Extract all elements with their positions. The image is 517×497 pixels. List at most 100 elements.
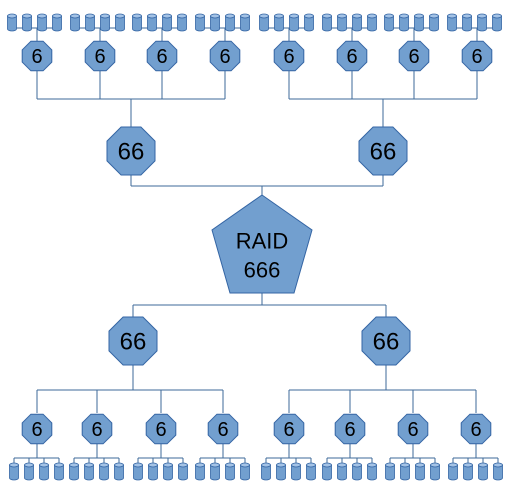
disk-bottom-3-3 [240, 462, 250, 481]
disk-top-3-1 [210, 13, 220, 32]
leaf-node-top-0: 6 [21, 40, 53, 72]
disk-top-1-2 [100, 13, 110, 32]
disk-bottom-3-1 [210, 462, 220, 481]
leaf-node-top-6: 6 [398, 40, 430, 72]
disk-bottom-1-3 [114, 462, 124, 481]
leaf-node-top-7: 6 [461, 40, 493, 72]
leaf-node-bottom-3: 6 [207, 413, 239, 445]
disk-bottom-7-0 [448, 462, 458, 481]
disk-top-2-2 [162, 13, 172, 32]
root-label-line1: RAID [236, 229, 289, 254]
disk-bottom-2-0 [133, 462, 143, 481]
disk-top-6-1 [399, 13, 409, 32]
leaf-node-top-2: 6 [146, 40, 178, 72]
mid-node-top-1: 66 [358, 126, 408, 176]
disk-bottom-5-2 [352, 462, 362, 481]
disk-top-3-3 [240, 13, 250, 32]
disk-top-6-2 [414, 13, 424, 32]
disk-bottom-0-2 [39, 462, 49, 481]
disk-top-5-1 [337, 13, 347, 32]
disk-bottom-4-1 [276, 462, 286, 481]
disk-bottom-7-2 [478, 462, 488, 481]
leaf-node-bottom-7: 6 [460, 413, 492, 445]
disk-top-0-0 [7, 13, 17, 32]
leaf-node-bottom-7-label: 6 [470, 419, 481, 441]
disk-bottom-3-2 [225, 462, 235, 481]
disk-top-5-3 [367, 13, 377, 32]
mid-node-top-0: 66 [106, 126, 156, 176]
disk-bottom-4-3 [306, 462, 316, 481]
leaf-node-bottom-4: 6 [273, 413, 305, 445]
mid-node-top-1-label: 66 [370, 139, 397, 166]
disk-top-4-0 [259, 13, 269, 32]
leaf-node-top-3: 6 [209, 40, 241, 72]
disk-top-3-0 [195, 13, 205, 32]
disk-bottom-1-0 [69, 462, 79, 481]
leaf-node-bottom-0-label: 6 [31, 419, 42, 441]
disk-bottom-1-2 [99, 462, 109, 481]
raid-666-root-node: RAID 666 [211, 194, 313, 294]
disk-top-7-1 [462, 13, 472, 32]
disk-bottom-0-1 [24, 462, 34, 481]
leaf-node-top-1-label: 6 [94, 46, 105, 68]
disk-top-2-1 [147, 13, 157, 32]
leaf-node-bottom-3-label: 6 [217, 419, 228, 441]
leaf-node-top-1: 6 [84, 40, 116, 72]
disk-bottom-3-0 [195, 462, 205, 481]
disk-bottom-4-2 [291, 462, 301, 481]
disk-top-0-2 [37, 13, 47, 32]
disk-bottom-5-3 [367, 462, 377, 481]
disk-top-7-2 [477, 13, 487, 32]
leaf-node-top-4-label: 6 [283, 46, 294, 68]
disk-array [7, 13, 503, 481]
disk-bottom-0-0 [9, 462, 19, 481]
disk-bottom-5-0 [322, 462, 332, 481]
disk-top-5-2 [352, 13, 362, 32]
disk-bottom-4-0 [261, 462, 271, 481]
disk-bottom-6-2 [415, 462, 425, 481]
leaf-node-bottom-2: 6 [145, 413, 177, 445]
leaf-node-top-2-label: 6 [156, 46, 167, 68]
disk-bottom-6-0 [385, 462, 395, 481]
disk-top-7-0 [447, 13, 457, 32]
mid-node-bottom-0: 66 [108, 316, 158, 366]
disk-top-6-3 [429, 13, 439, 32]
disk-top-2-3 [177, 13, 187, 32]
leaf-node-bottom-5-label: 6 [344, 419, 355, 441]
disk-top-4-2 [289, 13, 299, 32]
leaf-node-top-4: 6 [273, 40, 305, 72]
disk-top-0-3 [52, 13, 62, 32]
leaf-node-bottom-1: 6 [81, 413, 113, 445]
leaf-node-top-6-label: 6 [408, 46, 419, 68]
leaf-node-top-5-label: 6 [346, 46, 357, 68]
disk-top-6-0 [384, 13, 394, 32]
leaf-node-top-7-label: 6 [471, 46, 482, 68]
root-label-line2: 666 [244, 258, 281, 283]
leaf-node-bottom-1-label: 6 [91, 419, 102, 441]
leaf-node-top-0-label: 6 [31, 46, 42, 68]
disk-bottom-2-2 [163, 462, 173, 481]
leaf-node-top-3-label: 6 [219, 46, 230, 68]
disk-bottom-0-3 [54, 462, 64, 481]
mid-node-top-0-label: 66 [118, 139, 145, 166]
mid-node-bottom-1-label: 66 [373, 329, 400, 356]
mid-node-bottom-1: 66 [361, 316, 411, 366]
leaf-node-bottom-6-label: 6 [407, 419, 418, 441]
disk-bottom-5-1 [337, 462, 347, 481]
mid-node-bottom-0-label: 66 [120, 329, 147, 356]
disk-top-4-3 [304, 13, 314, 32]
leaf-node-bottom-2-label: 6 [155, 419, 166, 441]
disk-top-7-3 [492, 13, 502, 32]
leaf-node-bottom-4-label: 6 [283, 419, 294, 441]
disk-bottom-1-1 [84, 462, 94, 481]
disk-top-1-0 [70, 13, 80, 32]
disk-top-3-2 [225, 13, 235, 32]
disk-bottom-2-1 [148, 462, 158, 481]
disk-top-0-1 [22, 13, 32, 32]
disk-bottom-2-3 [178, 462, 188, 481]
leaf-node-bottom-6: 6 [397, 413, 429, 445]
leaf-node-bottom-0: 6 [21, 413, 53, 445]
leaf-node-top-5: 6 [336, 40, 368, 72]
